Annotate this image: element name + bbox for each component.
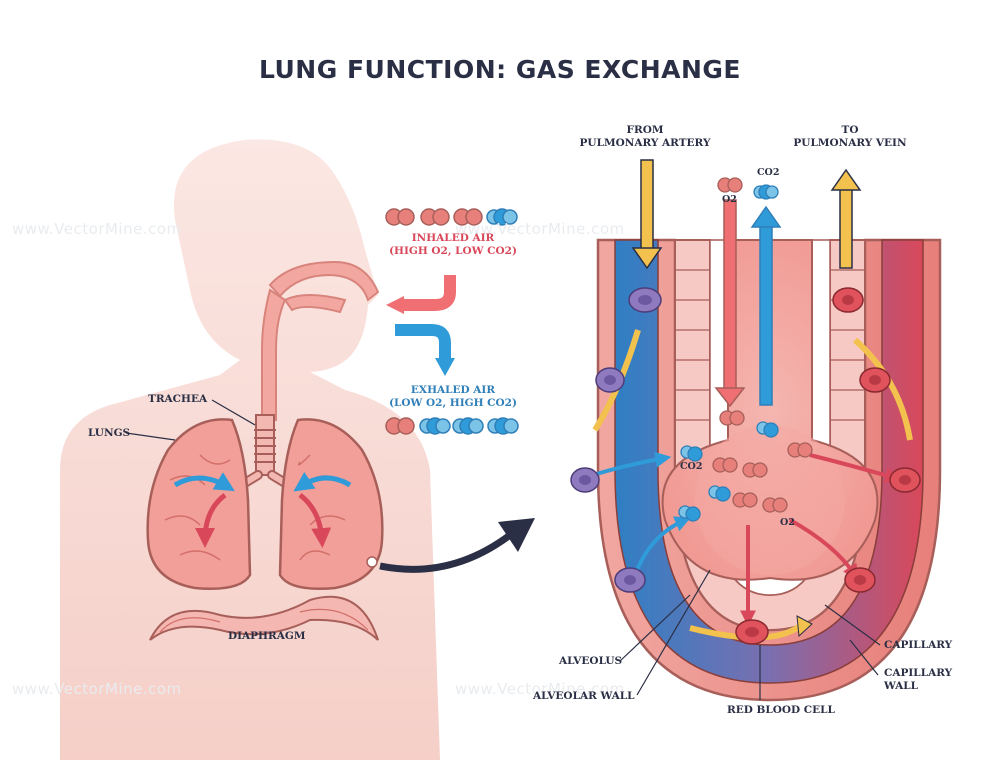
label-from-line2: PULMONARY ARTERY — [579, 137, 711, 149]
label-exhaled-air: EXHALED AIR (LOW O2, HIGH CO2) — [378, 384, 528, 410]
label-from-line1: FROM — [626, 124, 664, 136]
gas-arrows — [592, 159, 913, 641]
watermark-text: www.VectorMine.com — [455, 220, 625, 238]
exchange-arrows — [589, 451, 902, 627]
label-to-line2: PULMONARY VEIN — [793, 137, 907, 149]
label-inhaled-line2: (HIGH O2, LOW CO2) — [389, 245, 517, 257]
label-exhaled-line2: (LOW O2, HIGH CO2) — [389, 397, 517, 409]
label-co2-mid: CO2 — [680, 461, 703, 472]
exhaled-arrow — [395, 324, 451, 360]
label-inhaled-air: INHALED AIR (HIGH O2, LOW CO2) — [378, 232, 528, 258]
label-alveolus: ALVEOLUS — [559, 655, 623, 667]
label-capillary: CAPILLARY — [884, 639, 953, 651]
zoom-arrow — [379, 532, 513, 573]
label-o2-top: O2 — [722, 194, 737, 205]
diagram-title: LUNG FUNCTION: GAS EXCHANGE — [258, 55, 742, 84]
label-o2-mid: O2 — [780, 517, 795, 528]
oral-cavity — [283, 294, 347, 314]
inhaled-molecules — [385, 208, 518, 226]
label-exhaled-line1: EXHALED AIR — [410, 384, 496, 396]
leader-lines-left — [125, 399, 256, 441]
inhaled-arrow — [400, 275, 456, 311]
exhaled-molecules — [385, 417, 519, 435]
label-to-pulmonary-vein: TO PULMONARY VEIN — [780, 124, 920, 150]
alveolus-marker — [366, 556, 378, 568]
label-capillary-wall: CAPILLARY WALL — [884, 667, 952, 693]
diaphragm — [149, 595, 379, 641]
label-trachea: TRACHEA — [148, 393, 208, 405]
label-red-blood-cell: RED BLOOD CELL — [727, 704, 835, 716]
deoxygenated-cells — [570, 287, 662, 593]
pharynx — [261, 288, 287, 421]
oxygenated-cells — [735, 287, 921, 645]
label-capillary-wall-line1: CAPILLARY — [884, 667, 953, 679]
watermark-text: www.VectorMine.com — [455, 680, 625, 698]
left-lung — [146, 418, 252, 590]
lung-airflow-arrows — [173, 471, 352, 548]
label-from-pulmonary-artery: FROM PULMONARY ARTERY — [575, 124, 715, 150]
label-lungs: LUNGS — [88, 427, 131, 439]
watermark-text: www.VectorMine.com — [12, 220, 182, 238]
label-to-line1: TO — [841, 124, 859, 136]
label-co2-top: CO2 — [757, 167, 780, 178]
alveolus-molecules — [678, 177, 813, 522]
label-capillary-wall-line2: WALL — [884, 680, 919, 692]
label-inhaled-line1: INHALED AIR — [411, 232, 495, 244]
label-alveolar-wall: ALVEOLAR WALL — [533, 690, 635, 702]
label-diaphragm: DIAPHRAGM — [228, 630, 306, 642]
nasal-cavity — [268, 260, 380, 302]
watermark-text: www.VectorMine.com — [12, 680, 182, 698]
leader-lines-right — [619, 569, 881, 700]
